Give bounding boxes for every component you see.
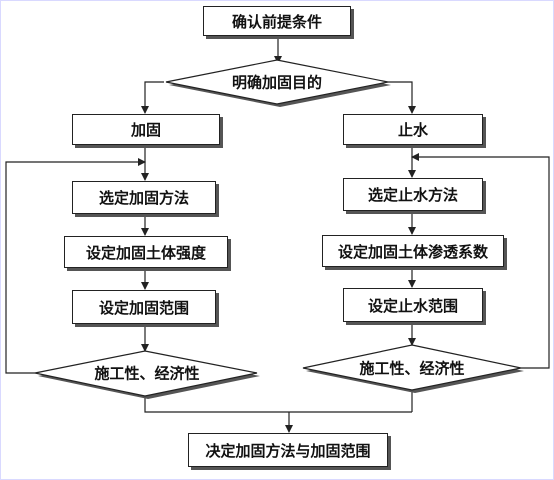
arrow-right-loop-back [411,153,550,369]
set-reinforce-range-box: 设定加固范围 [72,290,216,324]
arrow-purpose-to-waterproof [388,81,416,114]
reinforce-label: 加固 [131,121,162,139]
set-permeability-box: 设定加固土体渗透系数 [322,235,504,267]
left-decision-diamond [34,350,258,397]
left-decision-label: 施工性、经济性 [94,364,200,383]
select-reinforce-method-box: 选定加固方法 [72,181,216,214]
set-waterproof-range-label: 设定止水范围 [367,296,458,315]
set-permeability-label: 设定加固土体渗透系数 [337,242,488,261]
select-waterproof-method-label: 选定止水方法 [367,186,458,204]
clarify-purpose-label: 明确加固目的 [231,73,323,92]
confirm-premise-label: 确认前提条件 [231,12,322,31]
confirm-premise-box: 确认前提条件 [203,6,351,36]
final-decision-label: 决定加固方法与加固范围 [205,441,371,460]
reinforce-box: 加固 [72,114,220,145]
set-reinforce-range-label: 设定加固范围 [98,298,189,317]
right-decision-label: 施工性、经济性 [359,359,465,378]
select-reinforce-method-label: 选定加固方法 [98,189,189,207]
final-decision-box: 决定加固方法与加固范围 [188,433,388,467]
right-decision-diamond [302,344,522,391]
set-soil-strength-box: 设定加固土体强度 [64,236,228,268]
set-soil-strength-label: 设定加固土体强度 [85,243,206,262]
line-left-decision-to-final [144,396,412,413]
select-waterproof-method-box: 选定止水方法 [343,178,483,211]
waterproof-label: 止水 [398,121,429,139]
waterproof-box: 止水 [343,114,483,145]
purpose-diamond [165,59,389,105]
arrow-left-loop-back [5,158,146,374]
arrow-purpose-to-reinforce [141,81,164,114]
set-waterproof-range-box: 设定止水范围 [343,288,483,322]
